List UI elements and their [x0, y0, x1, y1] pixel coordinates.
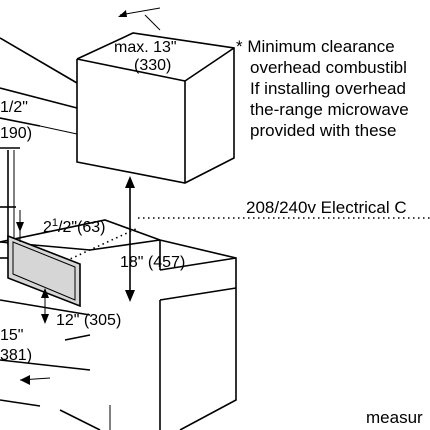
left-top-fraction-label: 1/2" — [0, 99, 28, 116]
note-line-2: overhead combustibl — [250, 58, 407, 77]
outlet-den: /2 — [58, 219, 71, 236]
electrical-callout-line — [56, 217, 430, 266]
outlet-num: 1 — [52, 217, 58, 229]
outlet-box — [7, 234, 81, 308]
outlet-2-5-dimension — [16, 210, 24, 242]
vertical-12-dimension — [41, 288, 49, 324]
max-13-mm-label: (330) — [134, 57, 171, 74]
range-body — [0, 219, 237, 430]
overhead-cabinet — [76, 32, 235, 184]
note-line-1: * Minimum clearance — [236, 37, 395, 56]
note-line-4: the-range microwave — [250, 100, 409, 119]
height-12-label: 12" (305) — [56, 312, 121, 329]
outlet-whole: 2 — [43, 219, 52, 236]
max-13-label: max. 13" — [114, 39, 177, 56]
outlet-dimension-label: 21/2"(63) — [43, 217, 106, 236]
measure-label: measur — [366, 408, 423, 427]
note-line-3: If installing overhead — [250, 79, 406, 98]
height-18-label: 18" (457) — [120, 254, 185, 271]
floor-lines — [0, 299, 111, 430]
upper-wall-lines — [0, 37, 78, 135]
outlet-rest: "(63) — [71, 219, 105, 236]
left-top-mm-label: 190) — [0, 125, 32, 142]
left-wall — [0, 147, 20, 259]
vertical-18-dimension — [125, 176, 135, 302]
note-line-5: provided with these — [250, 121, 396, 140]
left-15-mm-label: 381) — [0, 347, 32, 364]
electrical-callout-label: 208/240v Electrical C — [246, 198, 407, 217]
max-13-dimension — [118, 7, 161, 31]
left-15-label: 15" — [0, 327, 23, 344]
